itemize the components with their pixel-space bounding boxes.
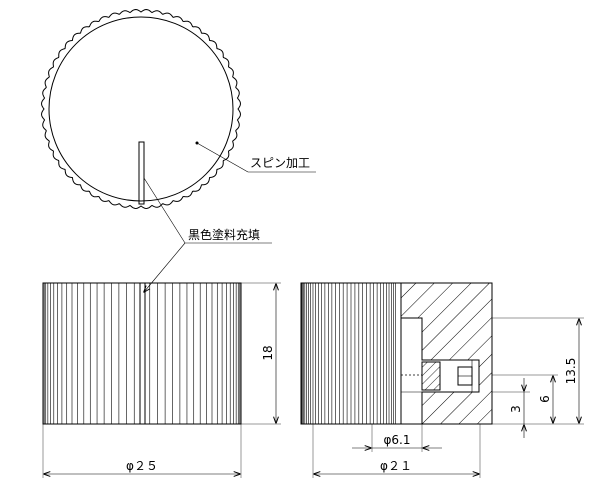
shaft-depth-text: 13.5 — [564, 358, 578, 385]
spin-finish-leader-line — [196, 142, 249, 173]
body-diameter-text: φ２１ — [380, 459, 412, 473]
height-dimension-text: 18 — [261, 345, 275, 360]
shaft-depth-dimension: 13.5 — [492, 317, 584, 425]
outer-diameter-dimension: φ２５ — [42, 424, 242, 478]
bore-depth-dimension: 6 — [492, 374, 558, 423]
top-face-circle — [48, 16, 234, 202]
paint-fill-leader-upper — [143, 177, 186, 244]
section-view-knurl-lines — [300, 283, 396, 424]
front-view-knurl-lines — [43, 283, 241, 424]
step-height-dimension: 3 — [492, 378, 530, 438]
section-hatch-area — [400, 282, 493, 425]
knurled-rim-outline — [41, 9, 241, 209]
indicator-groove — [138, 141, 145, 205]
bore-diameter-text: φ6.1 — [384, 433, 411, 447]
height-dimension: 18 — [241, 282, 281, 425]
paint-fill-label: 黒色塗料充填 — [188, 227, 260, 242]
spin-finish-leader-dot — [195, 141, 199, 145]
spin-finish-label: スピン加工 — [250, 156, 310, 170]
front-view-body — [42, 282, 242, 425]
outer-diameter-text: φ２５ — [126, 459, 158, 473]
bore-diameter-dimension: φ6.1 — [352, 424, 442, 452]
paint-fill-leader-lower — [144, 242, 186, 292]
step-height-text: 3 — [509, 405, 523, 413]
paint-fill-callout: 黒色塗料充填 — [143, 177, 272, 292]
top-view: スピン加工 — [41, 9, 316, 209]
insert-bushing — [421, 361, 441, 391]
bore-depth-text: 6 — [538, 395, 552, 403]
front-view — [42, 282, 242, 425]
body-diameter-dimension: φ２１ — [312, 424, 481, 478]
section-view — [300, 282, 493, 425]
